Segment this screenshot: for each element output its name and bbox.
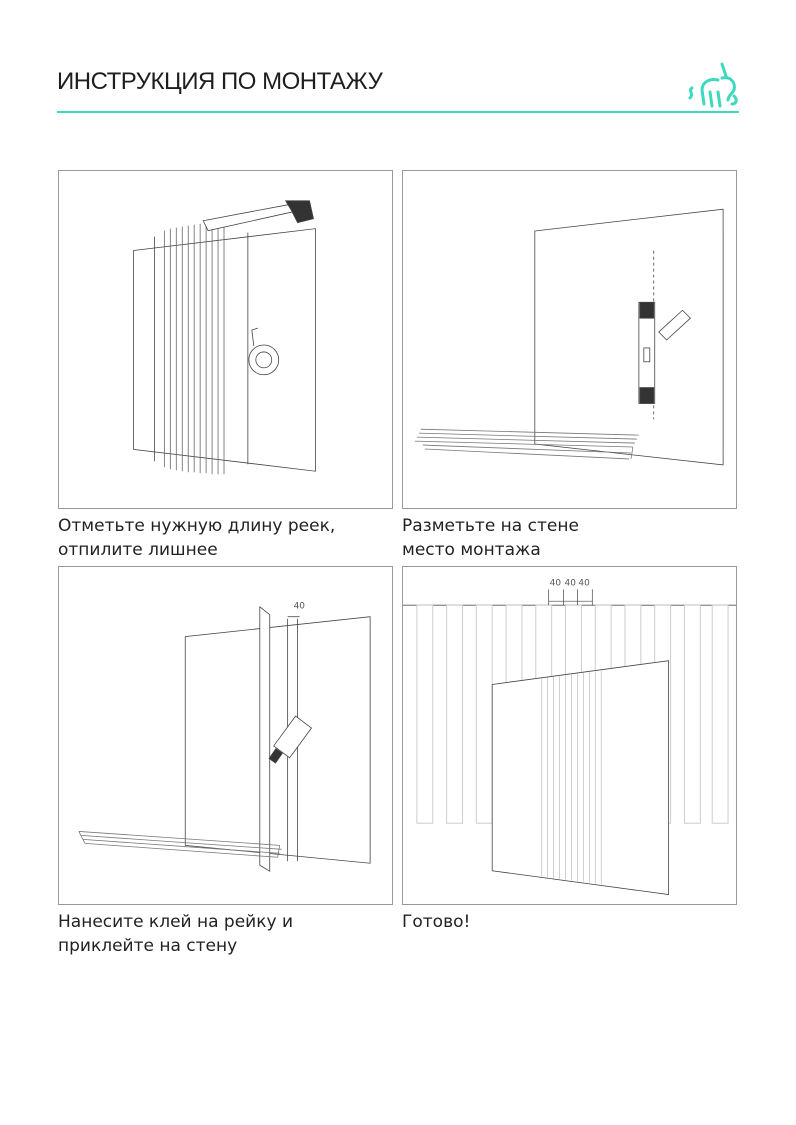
level-and-pencil-drawing [414,208,724,466]
step-4-illustration: 40 40 40 [402,566,737,905]
step-4-caption: Готово! [402,910,470,934]
dimension-label: 40 [565,578,577,588]
dimension-label: 40 [294,602,306,612]
step-3-illustration: 40 [58,566,393,905]
step-3-caption: Нанесите клей на рейку и приклейте на ст… [58,910,293,958]
finished-wall-drawing: 40 40 40 [403,578,736,896]
caption-line: отпилите лишнее [58,540,218,560]
unicorn-logo-icon [688,62,738,108]
dimension-label: 40 [550,578,562,588]
caption-line: Разметьте на стене [402,516,579,536]
step-1-caption: Отметьте нужную длину реек, отпилите лиш… [58,514,335,562]
step-2-illustration [402,170,737,509]
step-2-caption: Разметьте на стене место монтажа [402,514,579,562]
caption-line: Готово! [402,912,471,932]
caption-line: Нанесите клей на рейку и [58,912,293,932]
header-divider [57,111,739,113]
page-title: ИНСТРУКЦИЯ ПО МОНТАЖУ [57,68,383,95]
glue-application-drawing: 40 [78,602,371,872]
caption-line: Отметьте нужную длину реек, [58,516,336,536]
saw-and-tape-measure-drawing [133,200,316,475]
caption-line: место монтажа [402,540,541,560]
step-1-illustration [58,170,393,509]
dimension-label: 40 [578,578,590,588]
caption-line: приклейте на стену [58,936,238,956]
